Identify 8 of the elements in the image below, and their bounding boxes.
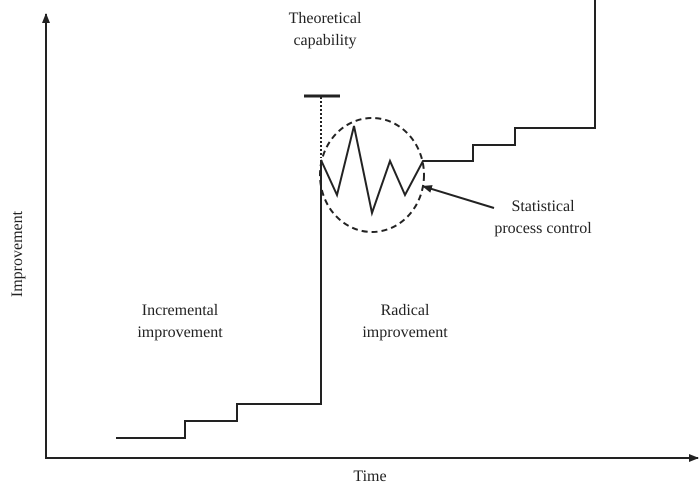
dashed-ellipse (319, 117, 425, 233)
curve-label: Theoretical capability (288, 9, 362, 51)
arrow (422, 185, 494, 209)
curve-label: Radical improvement (361, 301, 449, 343)
curve-label: Incremental improvement (136, 301, 224, 343)
axis-title: Improvement (8, 210, 27, 300)
statistical-process-control-label: Statistical process control (488, 196, 598, 240)
axis-title: Time (352, 467, 388, 487)
